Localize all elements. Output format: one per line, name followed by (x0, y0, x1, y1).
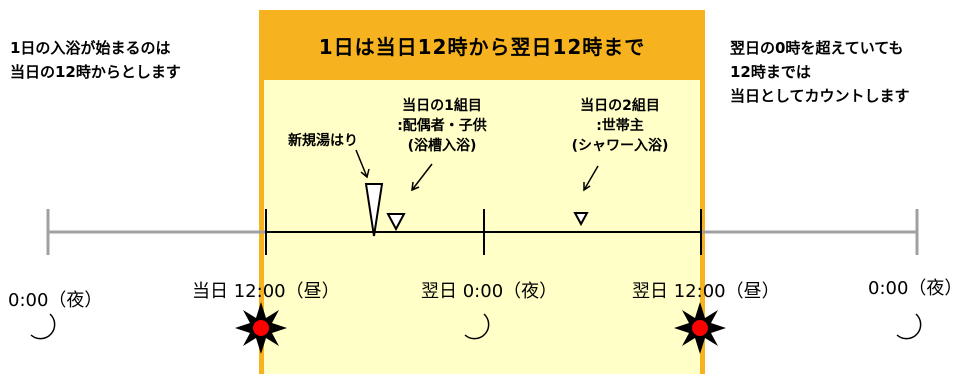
new-bath-arrow (355, 149, 368, 178)
group2-line-1: 当日の2組目 (580, 98, 660, 114)
time-label-end: 0:00（夜） (868, 278, 963, 299)
group2-line-3: (シャワー入浴) (571, 138, 669, 154)
day-band-title: 1日は当日12時から翌日12時まで (318, 34, 646, 59)
group1-marker (386, 213, 406, 232)
new-bath-marker (364, 183, 384, 237)
moon-icon (896, 313, 922, 340)
group2-marker (573, 212, 589, 227)
moon-icon (30, 313, 56, 340)
group1-line-3: (浴槽入浴) (407, 138, 477, 154)
group2-arrow (583, 165, 599, 191)
right-note-line-1: 翌日の0時を超えていても (730, 39, 904, 57)
sun-icon (235, 302, 287, 354)
sun-icon (674, 302, 726, 354)
group1-line-2: :配偶者・子供 (397, 118, 487, 134)
time-label-day-start: 当日 12:00（昼） (192, 281, 340, 302)
right-note-line-2: 12時までは (730, 63, 811, 81)
group1-arrow (411, 163, 433, 191)
time-label-midnight: 翌日 0:00（夜） (421, 281, 558, 302)
right-note: 翌日の0時を超えていても 12時までは 当日としてカウントします (730, 36, 910, 108)
moon-icon (464, 313, 490, 340)
day-band-header: 1日は当日12時から翌日12時まで (259, 10, 705, 80)
new-bath-label: 新規湯はり (288, 133, 358, 149)
group1-line-1: 当日の1組目 (402, 98, 482, 114)
time-label-start: 0:00（夜） (8, 290, 103, 311)
left-note: 1日の入浴が始まるのは 当日の12時からとします (10, 36, 181, 84)
right-note-line-3: 当日としてカウントします (730, 87, 910, 105)
left-note-line-2: 当日の12時からとします (10, 63, 181, 81)
group1-label: 当日の1組目 :配偶者・子供 (浴槽入浴) (372, 96, 512, 156)
group2-line-2: :世帯主 (596, 118, 644, 134)
time-label-day-end: 翌日 12:00（昼） (632, 281, 780, 302)
group2-label: 当日の2組目 :世帯主 (シャワー入浴) (540, 96, 700, 156)
left-note-line-1: 1日の入浴が始まるのは (10, 39, 171, 57)
